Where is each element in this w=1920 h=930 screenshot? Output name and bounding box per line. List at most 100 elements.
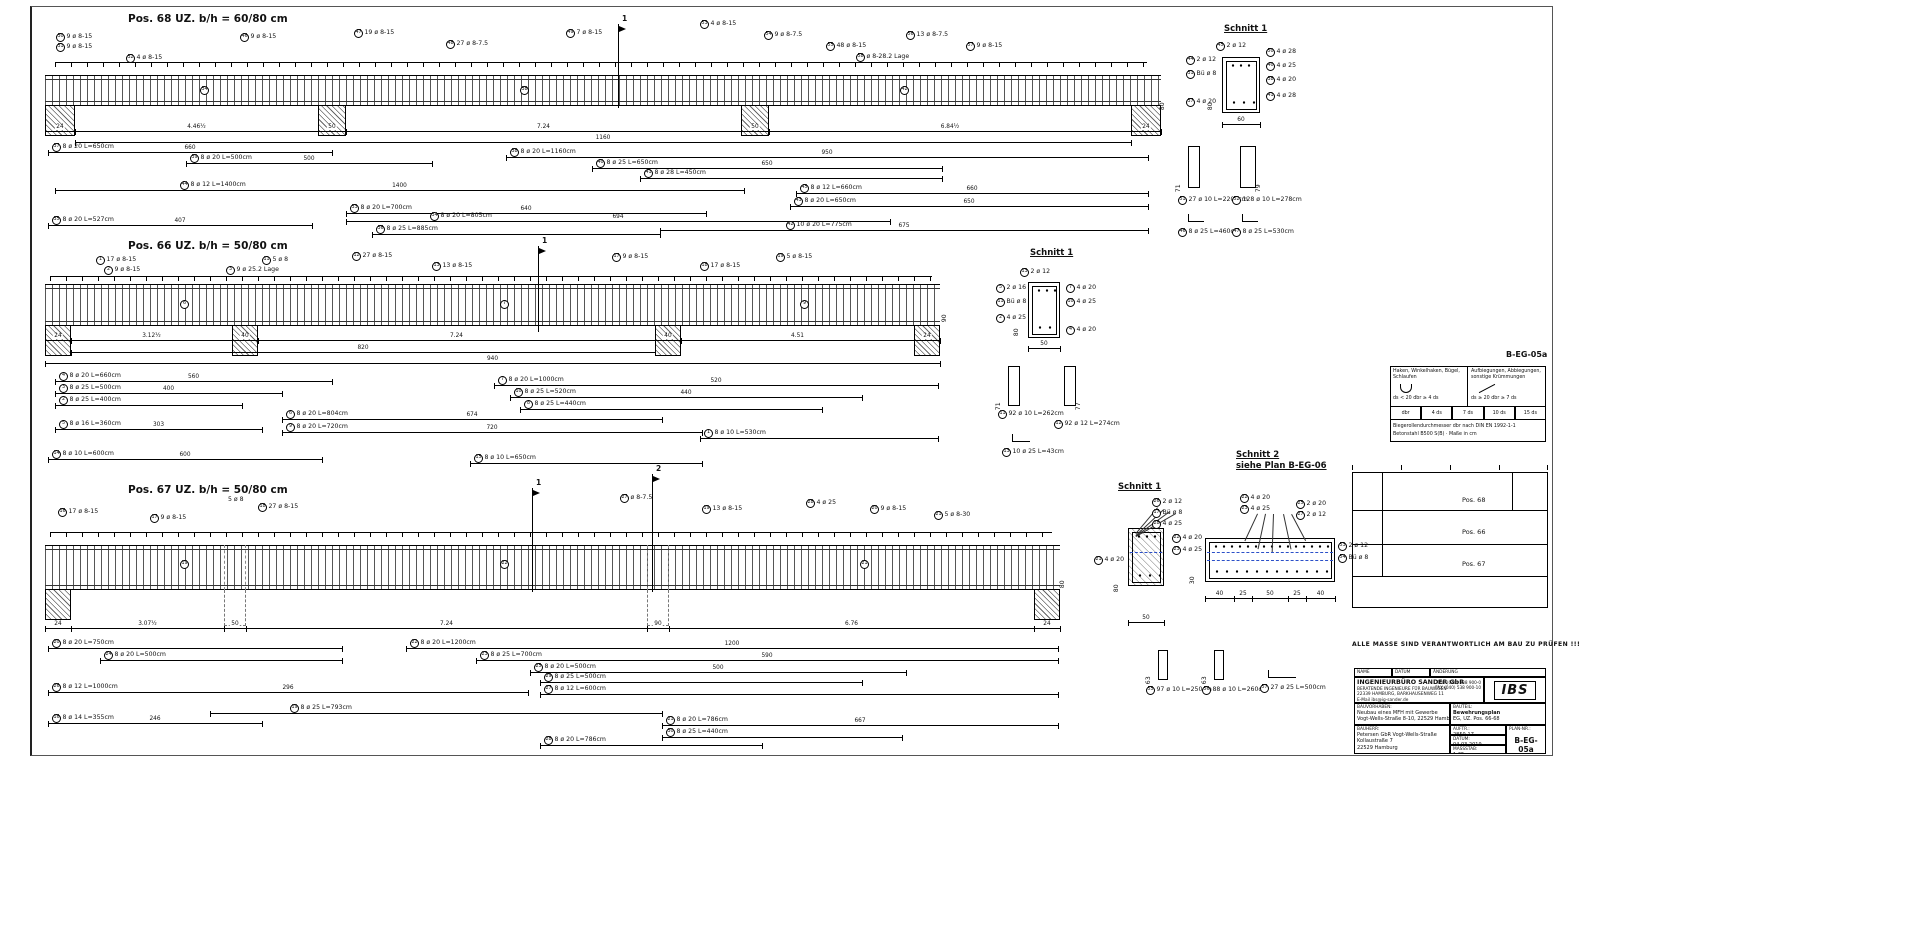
position-number-circle: 37: [1186, 98, 1195, 107]
section-dimension-line: 25: [1287, 591, 1307, 602]
dimension-line: 6.76: [668, 621, 1035, 632]
hidden-column-line: [647, 545, 669, 590]
massstab-value: 1:25: [1453, 752, 1503, 753]
rebar-callout-line: 650: [789, 199, 1149, 210]
stirrup-outline: [1131, 531, 1161, 583]
titleblock-rev-cell: DATUM: [1392, 668, 1430, 677]
rebar-callout-line: 694: [345, 214, 891, 225]
section-cut-flag: 2: [652, 464, 661, 592]
position-number-circle: 11: [998, 410, 1007, 419]
rebar-callout-line: [209, 711, 663, 717]
support-hatch: [1034, 590, 1060, 620]
position-number-circle: 12: [352, 252, 361, 261]
position-number-circle: 21: [666, 716, 675, 725]
plannr-value: B-EG-05a: [1514, 736, 1538, 754]
rebar-callout-line: 667: [661, 718, 1059, 729]
legend-right-rule: ds ≥ 20 dbr ≥ 7 ds: [1471, 396, 1517, 401]
position-number-circle: 23: [1172, 546, 1181, 555]
rev-aenderung-header: ÄNDERUNG: [1433, 670, 1458, 675]
dimension-line: 50: [740, 124, 770, 135]
schnitt1-pos66-title: Schnitt 1: [1030, 248, 1074, 258]
support-hatch: [232, 326, 258, 356]
position-number-circle: 56: [1202, 686, 1211, 695]
position-number-circle: 3: [59, 384, 68, 393]
position-number-circle: 52: [1232, 196, 1241, 205]
position-number-circle: 23: [1240, 505, 1249, 514]
company-name: INGENIEURBÜRO SANDER GbR: [1357, 679, 1465, 686]
bauherr-line1: Petersen GbR Vogt-Wells-Straße: [1357, 732, 1437, 739]
schnitt2-title: Schnitt 2: [1236, 450, 1280, 460]
massstab-label: MASSSTAB:: [1453, 747, 1478, 752]
datum-label: DATUM:: [1453, 737, 1470, 742]
dimension-line: 3.07½: [70, 621, 225, 632]
stirrup-callout: 6: [180, 300, 189, 309]
rebar-callout-line: 246: [47, 716, 263, 727]
position-number-circle: 41: [644, 169, 653, 178]
rebar-callout-line: 660: [47, 145, 333, 156]
position-number-circle: 5: [59, 420, 68, 429]
position-number-circle: 46: [1178, 228, 1187, 237]
pos67-stirrup-zone-line: [50, 532, 1052, 537]
rebar-callout-line: 303: [54, 422, 263, 433]
position-number-circle: 37: [52, 143, 61, 152]
key-plan-pos66-label: Pos. 66: [1462, 528, 1486, 536]
dimension-line: 50: [317, 124, 347, 135]
titleblock-plannr-cell: PLAN-NR.: B-EG-05a: [1506, 725, 1546, 754]
section-dimension: 80: [1206, 102, 1214, 111]
bent-bar-shape: [1240, 146, 1256, 188]
key-plan-wall: [1382, 473, 1383, 576]
cut-flag-icon: [533, 489, 540, 496]
position-number-circle: 9: [286, 423, 295, 432]
rev-name-header: NAME: [1357, 670, 1370, 675]
pos66-title: Pos. 66 UZ. b/h = 50/80 cm: [128, 240, 288, 252]
dimension-line: 24: [44, 333, 72, 344]
grid-tick: [1401, 465, 1402, 470]
position-number-circle: 3: [226, 266, 235, 275]
position-number-circle: 39: [190, 154, 199, 163]
stirrup-callout: 5 ø 8: [228, 496, 244, 503]
rebar-callout-line: [371, 232, 661, 238]
bar-schedule-label: 77: [1074, 402, 1082, 411]
key-plan-wall: [1353, 510, 1547, 511]
rebar-callout-line: [519, 407, 823, 413]
titleblock-massstab-cell: MASSSTAB:1:25: [1450, 745, 1506, 754]
section-dimension-line: 25: [1233, 591, 1253, 602]
position-number-circle: 27: [620, 494, 629, 503]
dimension-line: 24: [1033, 621, 1061, 632]
position-number-circle: 26: [52, 683, 61, 692]
company-logo: IBS: [1494, 680, 1536, 700]
position-number-circle: 6: [286, 410, 295, 419]
rebar-callout-line: 1400: [54, 183, 745, 194]
section-dimension-line: 40: [1204, 591, 1235, 602]
legend-table-cell: 15 ds: [1514, 406, 1546, 420]
position-number-circle: 4: [59, 372, 68, 381]
position-number-circle: 58: [856, 53, 865, 62]
legend-table-cell: 7 ds: [1452, 406, 1484, 420]
position-number-circle: 2: [996, 314, 1005, 323]
